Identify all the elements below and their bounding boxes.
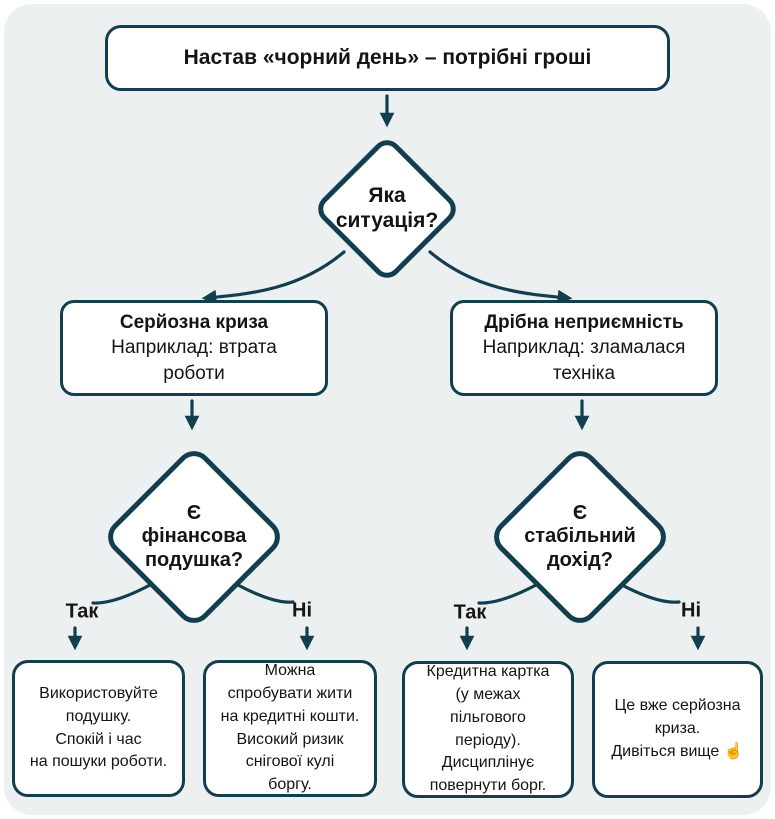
- branch-minor-trouble-subtitle: Наприклад: зламалася техніка: [482, 337, 686, 384]
- outcome-use-cushion-label: Використовуйте подушку. Спокій і час на …: [29, 685, 168, 771]
- outcome-credit-card: Кредитна картка (у межах пільгового пері…: [402, 661, 574, 798]
- outcome-use-cushion: Використовуйте подушку. Спокій і час на …: [12, 660, 185, 797]
- edge-label-no-right: Ні: [681, 599, 701, 622]
- edge-label-yes-right: Так: [453, 601, 487, 624]
- branch-serious-crisis-subtitle: Наприклад: втрата роботи: [111, 337, 277, 384]
- decision-stable-income-label: Є стабільний дохід?: [524, 501, 636, 571]
- decision-situation-label: Яка ситуація?: [335, 184, 439, 232]
- edge-label-no-left: Ні: [292, 599, 312, 622]
- branch-serious-crisis: Серйозна криза Наприклад: втрата роботи: [60, 300, 328, 396]
- decision-financial-cushion-label: Є фінансова подушка?: [141, 501, 247, 571]
- edge-label-yes-left: Так: [65, 600, 99, 623]
- start-node: Настав «чорний день» – потрібні гроші: [105, 25, 670, 91]
- start-node-label: Настав «чорний день» – потрібні гроші: [183, 46, 592, 69]
- outcome-serious-crisis: Це вже серйозна криза. Дивіться вище ☝️: [592, 661, 763, 798]
- outcome-live-on-credit-label: Можна спробувати жити на кредитні кошти.…: [220, 662, 360, 793]
- outcome-serious-crisis-label: Це вже серйозна криза. Дивіться вище ☝️: [611, 697, 744, 760]
- branch-serious-crisis-title: Серйозна криза: [119, 312, 269, 334]
- outcome-live-on-credit: Можна спробувати жити на кредитні кошти.…: [203, 660, 377, 797]
- branch-minor-trouble: Дрібна неприємність Наприклад: зламалася…: [450, 300, 718, 396]
- branch-minor-trouble-title: Дрібна неприємність: [484, 312, 684, 334]
- outcome-credit-card-label: Кредитна картка (у межах пільгового пері…: [426, 663, 550, 794]
